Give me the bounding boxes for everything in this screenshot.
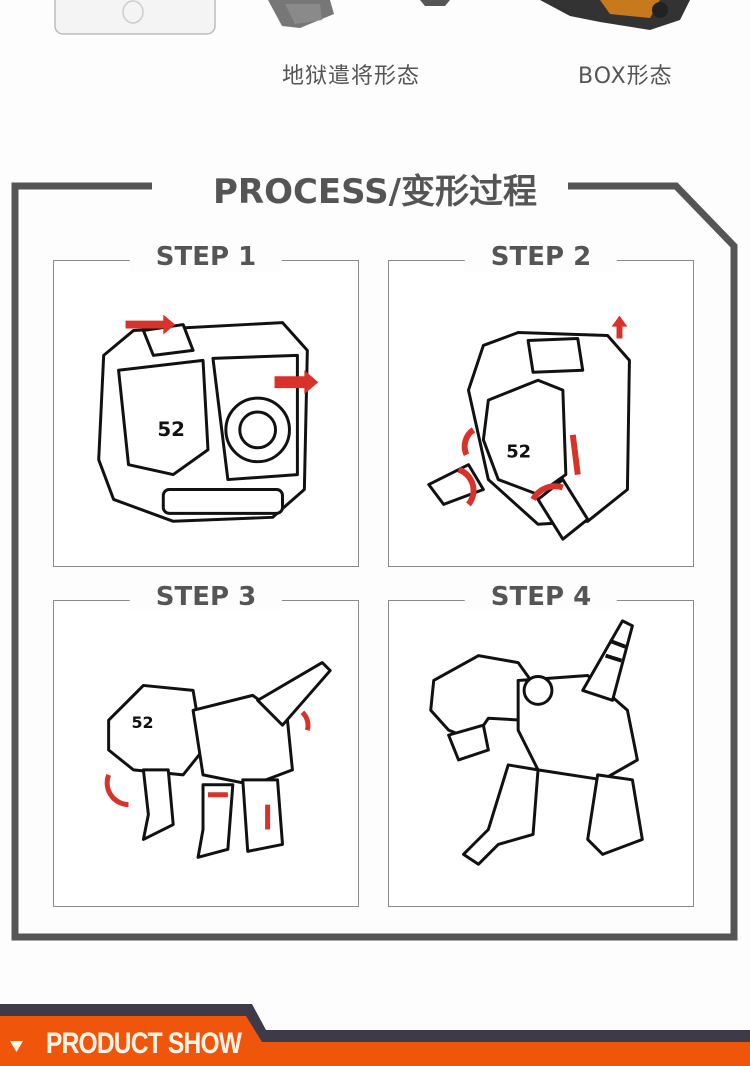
caption-box-form: BOX形态 (578, 64, 673, 89)
step-2-unfolding-illustration: 52 (427, 315, 631, 541)
step-1-title: STEP 1 (129, 242, 283, 272)
step-1-panel: STEP 1 52 (53, 242, 359, 567)
step-4-dinosaur-complete-illustration (429, 619, 644, 866)
step-4-title: STEP 4 (464, 582, 618, 612)
step-1-cube-illustration: 52 (97, 314, 319, 523)
logo-52toys: 52 (131, 713, 153, 732)
red-rotation-arrows-icon (457, 427, 581, 507)
red-arrow-left-icon (125, 314, 176, 335)
product-show-banner (0, 1004, 750, 1066)
step-4-panel: STEP 4 (388, 582, 694, 907)
process-title: PROCESS/变形过程 (212, 172, 538, 212)
step-3-dinosaur-partial-illustration: 52 (104, 661, 332, 859)
tail-stripes (604, 638, 627, 663)
logo-52toys: 52 (506, 442, 531, 463)
product-show-label: PRODUCT SHOW (46, 1027, 242, 1060)
red-arrow-right-icon (274, 370, 319, 395)
step-2-panel: STEP 2 52 (388, 242, 694, 567)
step-3-panel: STEP 3 52 (53, 582, 359, 907)
step-2-title: STEP 2 (464, 242, 618, 272)
step-3-title: STEP 3 (129, 582, 283, 612)
top-product-photos (0, 0, 750, 40)
logo-52toys: 52 (157, 418, 185, 441)
triangle-down-icon (10, 1041, 23, 1052)
product-photo-strip (54, 0, 690, 35)
red-arrow-up-icon (611, 315, 628, 339)
caption-hell-general-form: 地狱遣将形态 (282, 64, 421, 89)
red-rotation-arrows-icon (104, 710, 311, 830)
